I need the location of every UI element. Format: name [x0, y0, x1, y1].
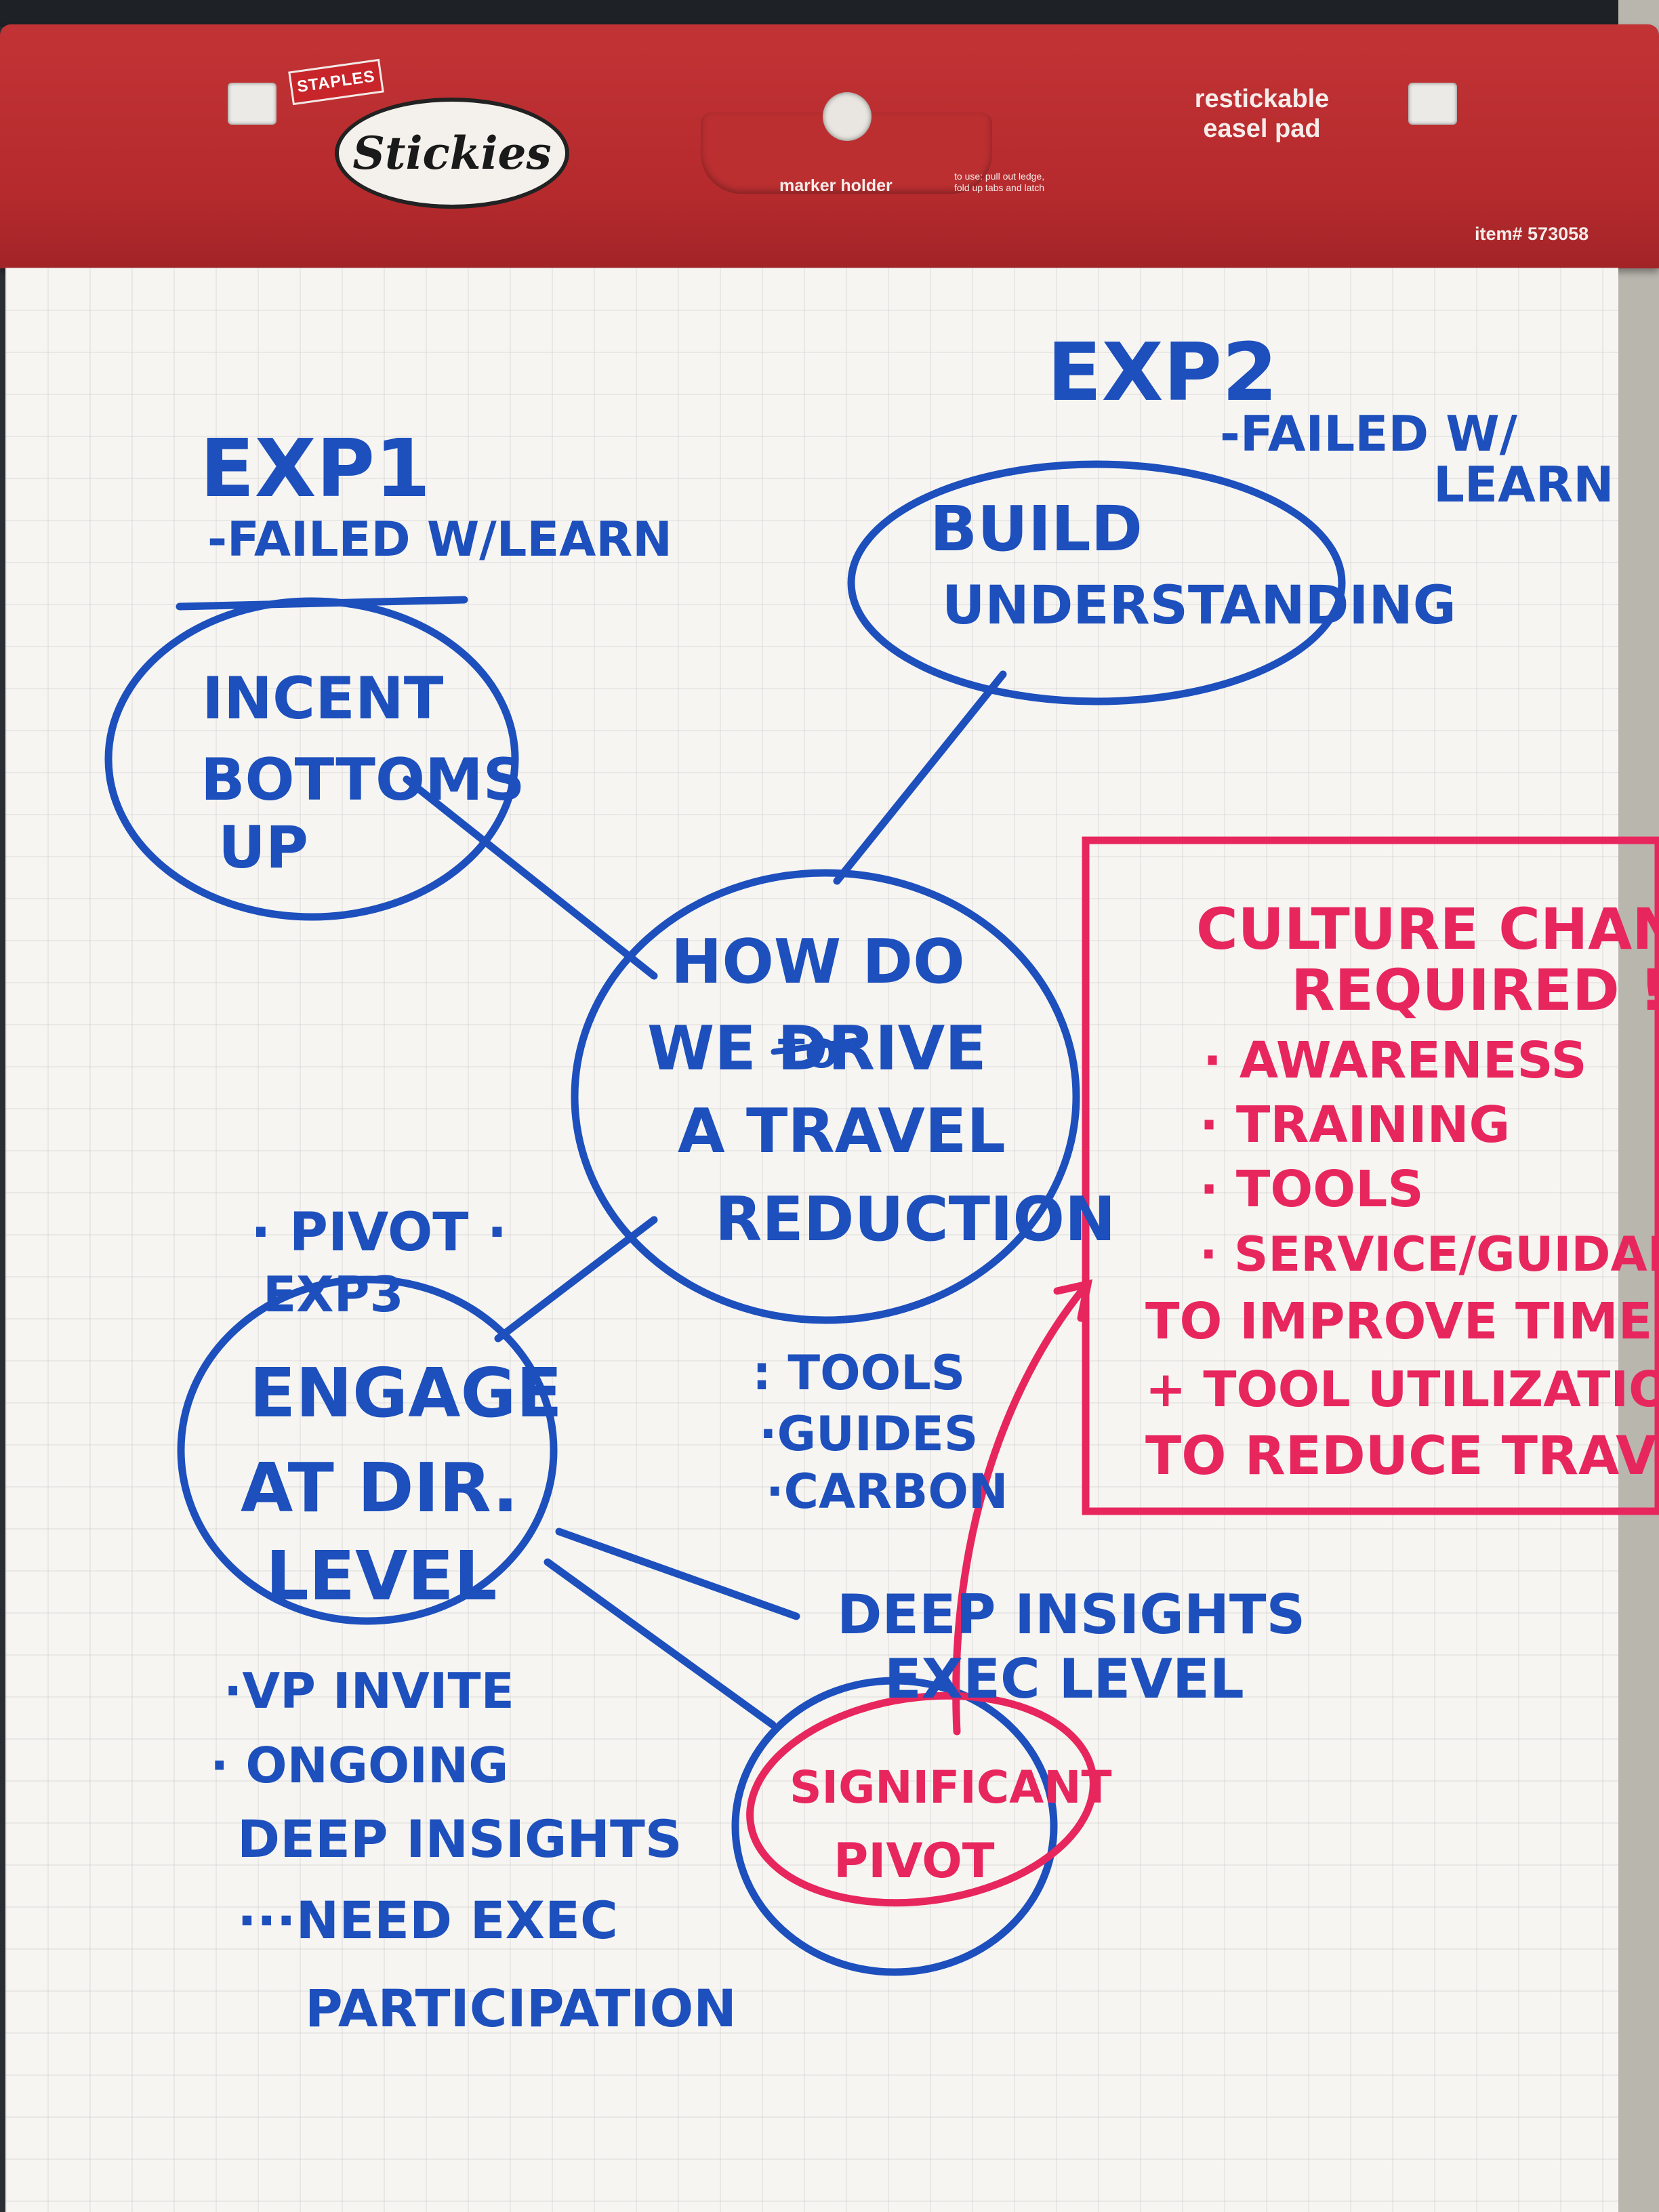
exp2-note-line1: -FAILED W/ [1220, 405, 1518, 462]
culture-bullet-tools: · TOOLS [1200, 1160, 1424, 1218]
exp3-bullet-participation: PARTICIPATION [305, 1978, 737, 2039]
connector-exp1-center [403, 775, 658, 980]
background-wall [0, 0, 1659, 27]
center-struck-word: TO [778, 1031, 838, 1077]
culture-title-line1: CULTURE CHANGE [1196, 896, 1659, 962]
stickies-logo-text: Stickies [352, 127, 552, 180]
exp1-bubble-line3: UP [218, 814, 308, 882]
culture-footer-line2: + TOOL UTILIZATION [1145, 1361, 1659, 1418]
exp3-bullet-vp-invite: ·VP INVITE [224, 1662, 514, 1719]
exp1-note: -FAILED W/LEARN [207, 512, 672, 567]
culture-bullet-awareness: · AWARENESS [1203, 1031, 1587, 1090]
exp3-bubble [177, 1275, 558, 1625]
exp1-bubble-line2: BOTTOMS [201, 746, 525, 814]
center-bullet-tools: : TOOLS [752, 1345, 965, 1401]
center-bullet-carbon: ·CARBON [766, 1464, 1008, 1519]
culture-bullet-training: · TRAINING [1200, 1096, 1510, 1154]
marker-holder-label: marker holder [779, 176, 893, 195]
exp3-heading: EXP3 [263, 1266, 404, 1323]
exp1-bubble-line1: INCENT [202, 665, 444, 733]
flipchart-paper [5, 268, 1618, 2212]
exp3-bubble-line1: ENGAGE [249, 1353, 562, 1433]
center-line3: A TRAVEL [678, 1096, 1006, 1167]
easel-pad-header: STAPLES Stickies marker holder to use: p… [0, 24, 1659, 268]
strikethrough-mark [771, 1038, 859, 1055]
exp3-bullet-need-exec: ···NEED EXEC [237, 1890, 618, 1950]
center-line1: HOW DO [671, 926, 965, 998]
center-line2: WE DRIVE [647, 1013, 987, 1084]
exp3-bubble-line3: LEVEL [266, 1536, 497, 1616]
assembly-instructions: to use: pull out ledge, fold up tabs and… [954, 171, 1045, 193]
product-name: restickable easel pad [1194, 85, 1330, 143]
connector-exp3-deep-insights [555, 1528, 800, 1620]
exp3-bullet-deep-insights: DEEP INSIGHTS [237, 1809, 682, 1869]
deep-insights-line2: EXEC LEVEL [884, 1647, 1244, 1711]
significant-pivot-ellipse [746, 1692, 1097, 1907]
culture-bullet-service: · SERVICE/GUIDANCE [1200, 1227, 1659, 1282]
exp3-bullet-ongoing: · ONGOING [210, 1737, 508, 1794]
exp2-heading: EXP2 [1047, 325, 1277, 419]
center-line4: REDUCTION [715, 1184, 1115, 1255]
culture-title-line2: REQUIRED !! [1291, 957, 1659, 1023]
item-number: item# 573058 [1475, 224, 1589, 244]
culture-footer-line3: TO REDUCE TRAVEL [1145, 1426, 1659, 1487]
culture-change-box [1082, 836, 1659, 1515]
exp2-bubble-line2: UNDERSTANDING [942, 575, 1456, 636]
connector-exp2-center [833, 670, 1007, 885]
center-bubble [571, 869, 1080, 1324]
easel-edge [1618, 0, 1659, 2212]
culture-footer-line1: TO IMPROVE TIME [1145, 1292, 1652, 1351]
connector-exp3-pivot [544, 1558, 777, 1729]
exp2-note-line2: LEARN [1433, 456, 1614, 513]
hanging-hole [823, 92, 872, 141]
pivot-arrow [952, 1284, 1088, 1736]
pivot-blue-circle [731, 1677, 1058, 1976]
exp2-bubble-line1: BUILD [930, 493, 1143, 565]
stickies-logo: Stickies [335, 98, 569, 209]
pivot-arrowhead [1053, 1279, 1093, 1322]
center-bullet-guides: ·GUIDES [759, 1406, 978, 1462]
exp1-underline [176, 596, 468, 611]
mount-hole-left [228, 83, 276, 125]
exp2-bubble [847, 460, 1346, 705]
exp3-bubble-line2: AT DIR. [241, 1448, 518, 1528]
significant-pivot-line2: PIVOT [834, 1833, 995, 1889]
deep-insights-line1: DEEP INSIGHTS [837, 1583, 1305, 1646]
exp3-pivot-tag: · PIVOT · [251, 1202, 507, 1263]
exp1-heading: EXP1 [200, 422, 430, 515]
mount-hole-right [1408, 83, 1457, 125]
significant-pivot-line1: SIGNIFICANT [790, 1761, 1111, 1814]
